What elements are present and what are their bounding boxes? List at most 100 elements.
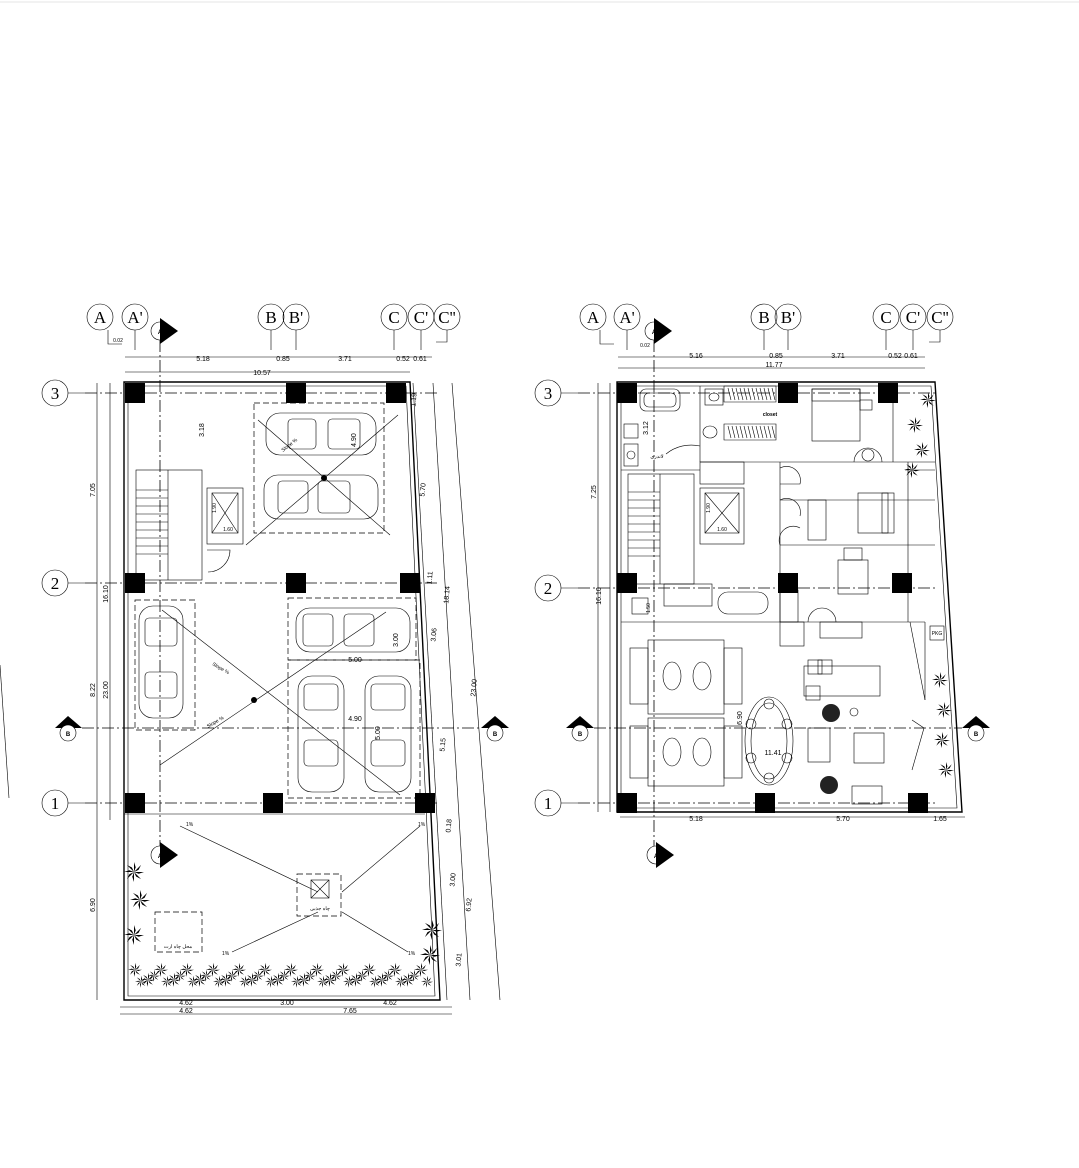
- plant-icon: [219, 972, 233, 987]
- dim-left-2: 8.22: [90, 683, 97, 697]
- grid-label-a-prime: A': [127, 308, 142, 327]
- right-floor-plan: A A' B B' C C' C'' 3 2 1: [534, 303, 990, 868]
- left-section-mark-side-right: B: [481, 716, 509, 742]
- right-structural-columns: [617, 383, 928, 813]
- right-bedrooms: [778, 388, 895, 647]
- dim-small-offset: 0.02: [113, 338, 123, 344]
- grid-label-a-r: A: [587, 308, 600, 327]
- plant-icon: [336, 962, 350, 977]
- plant-icon: [271, 972, 285, 987]
- dim-dining: 11.41: [765, 750, 782, 757]
- dim-bath: 3.12: [643, 421, 650, 435]
- plant-icon: [375, 972, 389, 987]
- car-4: [295, 607, 411, 653]
- left-outer-walls: [123, 381, 441, 1001]
- plant-icon: [128, 962, 142, 977]
- dim-top-1: 5.18: [196, 356, 210, 363]
- dim-right-total-2: 6.92: [465, 898, 473, 912]
- plant-icon: [245, 972, 259, 987]
- left-parking-areas: 3.18 4.90 3.00 5.00 4.90 5.00: [134, 402, 421, 799]
- grid-label-b-prime: B': [289, 308, 303, 327]
- section-mark-a-label-r: A: [652, 330, 657, 336]
- plant-icon: [297, 972, 311, 987]
- left-side-dimensions: 7.05 8.22 6.90 16.10 23.00: [90, 383, 111, 1000]
- absorption-well-label: چاه جذبی: [310, 906, 330, 912]
- slope-label-3: 1%: [222, 951, 230, 957]
- plant-icon: [349, 972, 363, 987]
- grid-label-b: B: [265, 308, 276, 327]
- plant-icon: [408, 969, 420, 982]
- plant-icon: [206, 962, 220, 977]
- left-yard-features: چاه جذبی محل چاه ارت: [154, 873, 342, 953]
- plant-icon: [317, 975, 329, 988]
- dim-right-6: 5.15: [439, 738, 447, 752]
- dim-left-total-2: 23.00: [103, 681, 110, 699]
- plant-icon: [920, 392, 936, 408]
- dim-elevator-depth: 1.90: [212, 503, 218, 513]
- plant-icon: [362, 962, 376, 977]
- dim-parking-lower: 4.90: [348, 716, 362, 723]
- plant-icon: [258, 962, 272, 977]
- plant-icon: [135, 975, 147, 988]
- dim-living-depth: 6.90: [737, 711, 744, 725]
- dim-parking-car: 4.90: [351, 433, 358, 447]
- section-mark-b-label-r2: B: [974, 732, 979, 738]
- dim-bottom-3: 7.65: [343, 1008, 357, 1015]
- dim-parking-width: 5.00: [348, 657, 362, 664]
- dim-parking-mid: 3.00: [393, 633, 400, 647]
- section-mark-b-label-2: B: [493, 732, 498, 738]
- dim-left-r-1: 7.25: [591, 485, 598, 499]
- plant-icon: [187, 975, 199, 988]
- grid-label-3: 3: [51, 384, 60, 403]
- dim-right-2: 5.70: [419, 483, 427, 497]
- plant-icon: [124, 862, 144, 882]
- plant-icon: [278, 969, 290, 982]
- dim-right-3: 1.11: [426, 571, 434, 585]
- dim-parking-lower-2: 5.00: [375, 726, 382, 740]
- grid-label-c-double-prime-r: C'': [931, 308, 948, 327]
- dim-bottom-r-3: 1.65: [933, 816, 947, 823]
- left-cars: [138, 412, 412, 793]
- dim-bottom-4: 4.62: [383, 1000, 397, 1007]
- plant-icon: [330, 969, 342, 982]
- plant-icon: [934, 732, 950, 748]
- plant-icon: [141, 972, 155, 987]
- plant-icon: [226, 969, 238, 982]
- plant-icon: [421, 975, 433, 988]
- slope-label-2: 1%: [418, 822, 426, 828]
- dim-elevator-width: 1.60: [223, 527, 233, 533]
- grid-label-b-r: B: [758, 308, 769, 327]
- plant-icon: [936, 702, 952, 718]
- dim-top-r-3: 3.71: [831, 353, 845, 360]
- grid-label-3-r: 3: [544, 384, 553, 403]
- dim-left-3: 6.90: [90, 898, 97, 912]
- grid-label-c-double-prime: C'': [438, 308, 455, 327]
- plant-icon: [932, 672, 948, 688]
- car-6: [364, 675, 412, 793]
- dim-top-total: 10.57: [253, 370, 271, 377]
- dim-right-8: 3.00: [449, 873, 457, 887]
- dim-left-r-total: 16.10: [596, 587, 603, 605]
- left-grid-row-markers: 3 2 1: [41, 379, 85, 817]
- left-grid-lines: [82, 340, 482, 846]
- dim-right-7: 0.18: [445, 819, 453, 833]
- grid-label-1-r: 1: [544, 794, 553, 813]
- grid-label-c-r: C: [880, 308, 891, 327]
- dim-bottom-r-2: 5.70: [836, 816, 850, 823]
- plant-icon: [382, 969, 394, 982]
- dim-top-3: 3.71: [338, 356, 352, 363]
- right-stair-core: 1.90 1.60 1.50: [627, 444, 769, 615]
- laundry-label: لاندرى: [650, 454, 663, 460]
- plant-icon: [291, 975, 303, 988]
- pkg-label: PKG: [932, 631, 943, 637]
- plant-icon: [914, 442, 930, 458]
- plant-icon: [388, 962, 402, 977]
- right-living-area: 11.41 6.90 PKG: [629, 625, 945, 805]
- plant-icon: [180, 962, 194, 977]
- dim-right-1: 1.19: [410, 393, 418, 407]
- edge-dimension-line: [0, 664, 10, 799]
- section-mark-a-label-r2: A: [654, 854, 659, 860]
- plant-icon: [356, 969, 368, 982]
- right-side-dimensions: 7.25 16.10: [591, 383, 611, 812]
